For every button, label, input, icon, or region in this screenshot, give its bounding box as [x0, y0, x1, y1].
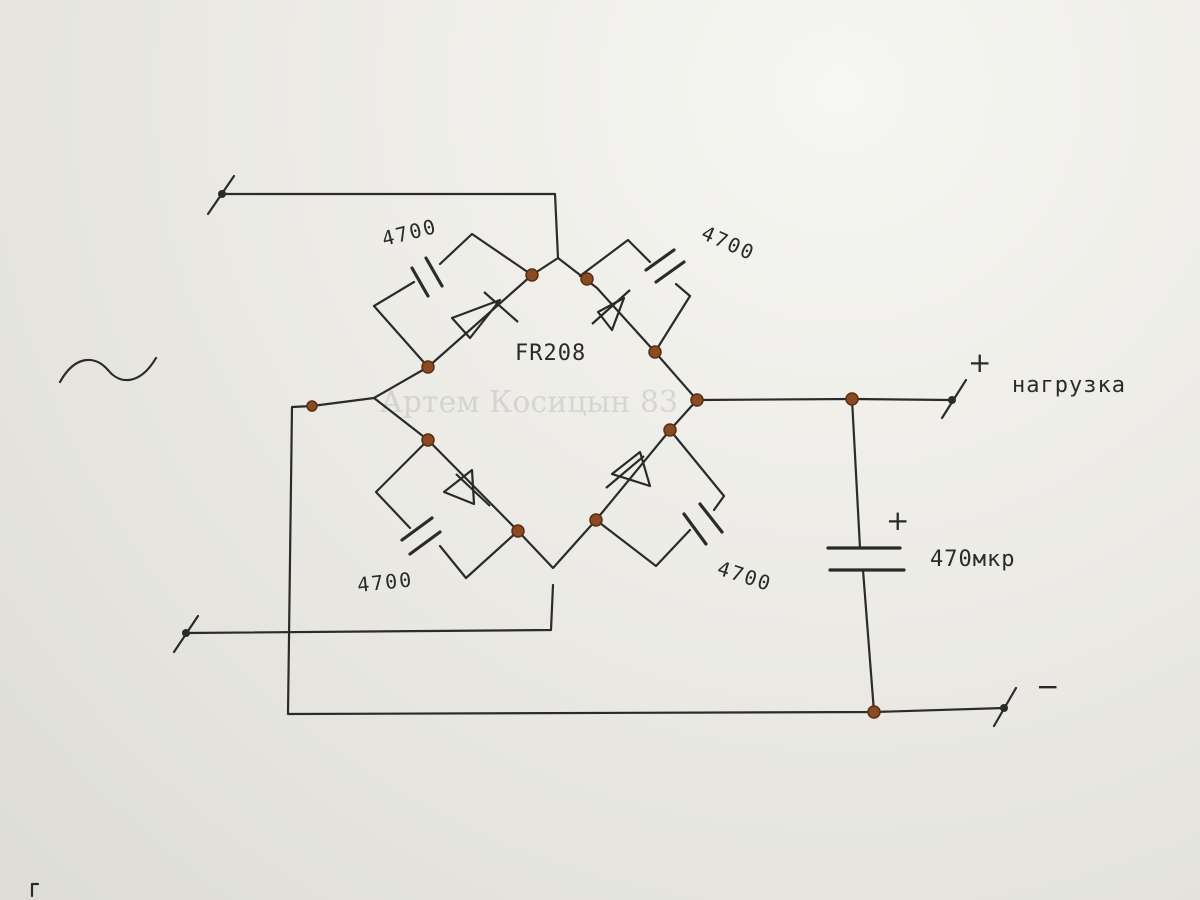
solder-joints: [421, 268, 881, 719]
cap-bottom-right-label: 4700: [714, 556, 775, 596]
filter-capacitor: [826, 546, 906, 572]
wire-positive-rail: [695, 397, 952, 402]
snubber-bottom-right: [594, 428, 726, 568]
wire-ac2: [184, 583, 555, 635]
solder-joint: [845, 392, 859, 406]
solder-joint: [511, 524, 525, 538]
capacitor-bottom-left: [400, 516, 442, 556]
watermark: Артем Косицын 83: [380, 385, 678, 420]
wire-cap-top: [850, 397, 862, 550]
snubber-top-right: [578, 238, 692, 354]
filter-cap-label: 470мкр: [930, 547, 1015, 572]
output-minus-sign: −: [1036, 670, 1059, 703]
wire-cap-bottom: [861, 568, 876, 714]
ac-sine-icon: [58, 356, 158, 384]
solder-joint: [580, 272, 594, 286]
solder-joint: [525, 268, 539, 282]
solder-joint: [589, 513, 603, 527]
diode-top-left: [450, 291, 519, 340]
snubber-bottom-left: [374, 438, 520, 580]
solder-joint: [663, 423, 677, 437]
diode-model-label: FR208: [515, 341, 586, 366]
snubber-top-left: [372, 232, 534, 369]
solder-joint: [421, 360, 435, 374]
stray-mark: [30, 882, 40, 898]
wire-ac1: [220, 192, 560, 260]
cap-top-right-label: 4700: [698, 221, 759, 266]
wire-negative-rail: [286, 396, 1006, 716]
terminal-icon: [992, 686, 1018, 728]
cap-top-left-label: 4700: [379, 214, 439, 251]
diode-top-right: [591, 289, 631, 332]
filter-cap-plus: +: [886, 504, 909, 537]
terminal-icon: [940, 378, 968, 420]
solder-joint: [690, 393, 704, 407]
solder-joint: [867, 705, 881, 719]
solder-joint: [421, 433, 435, 447]
output-plus-sign: +: [968, 346, 991, 379]
capacitor-bottom-right: [682, 502, 724, 546]
load-label: нагрузка: [1012, 373, 1126, 398]
solder-joint: [306, 400, 318, 412]
diode-bottom-right: [605, 450, 652, 489]
diode-bottom-left: [442, 468, 491, 507]
solder-joint: [648, 345, 662, 359]
capacitor-top-right: [644, 248, 686, 284]
capacitor-top-left: [410, 256, 444, 298]
cap-bottom-left-label: 4700: [356, 567, 414, 597]
